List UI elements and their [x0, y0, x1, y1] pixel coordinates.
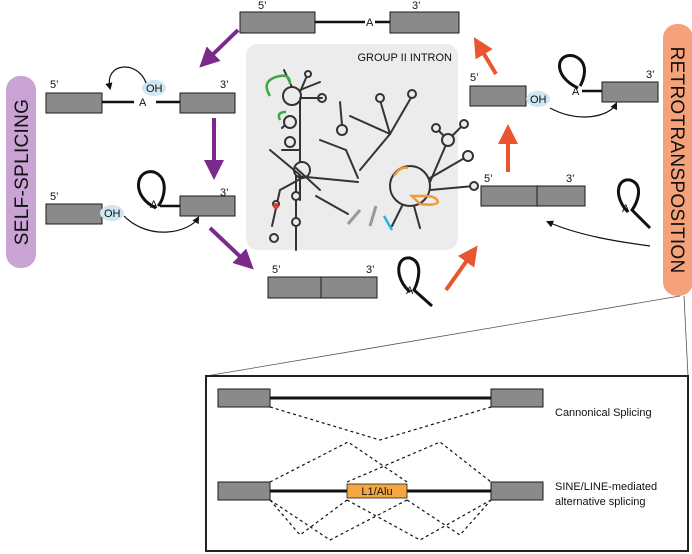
self-splicing-step-2: 5’ 3’ OH A: [45, 170, 236, 233]
orange-loop-1: [392, 166, 409, 177]
five-prime-label: 5’: [50, 79, 59, 91]
three-prime-label: 3’: [220, 187, 229, 199]
reinsertion-arrow: [546, 220, 651, 247]
exon-5: [469, 85, 527, 107]
three-prime-label: 3’: [566, 173, 575, 185]
intron-structure-panel: GROUP II INTRON: [246, 44, 479, 251]
exon-5: [480, 185, 538, 207]
self-splicing-text: SELF-SPLICING: [12, 99, 33, 245]
oh-bubble: [100, 205, 124, 221]
red-arrow-1: [444, 245, 478, 292]
exon-5: [45, 92, 103, 114]
inset-connector-left: [205, 295, 681, 377]
five-prime-label: 5’: [484, 173, 493, 185]
exon-3: [389, 11, 460, 34]
oh-label: OH: [104, 208, 121, 220]
top-precursor: 5’ 3’ A: [239, 0, 460, 34]
three-prime-label: 3’: [220, 79, 229, 91]
green-loop-1: [265, 74, 292, 97]
alternative-junctions: [269, 441, 492, 541]
self-splicing-step-1: 5’ 3’ A OH: [45, 66, 236, 114]
l1-alu-label: L1/Alu: [361, 486, 392, 498]
retrotransposition-text: RETROTRANSPOSITION: [666, 46, 687, 273]
retrotransposition-badge: [663, 24, 692, 296]
free-lariat: [397, 256, 433, 308]
purple-arrow-1: [199, 28, 240, 68]
five-prime-label: 5’: [258, 0, 267, 12]
oh-label: OH: [530, 94, 547, 106]
inset-exon-1: [217, 388, 271, 408]
inset-connector-right: [683, 295, 689, 377]
purple-arrow-3: [208, 226, 254, 270]
five-prime-label: 5’: [272, 264, 281, 276]
retro-step-2: 5’ 3’ OH A: [469, 54, 659, 118]
inset-exon-1: [217, 481, 271, 501]
sine-line-label-1: SINE/LINE-mediated: [555, 481, 657, 493]
branch-a-label: A: [366, 17, 374, 29]
self-splicing-label: SELF-SPLICING: [6, 76, 36, 268]
self-splicing-badge: [6, 76, 36, 268]
branch-a-label: A: [572, 86, 580, 98]
intron-secondary-structure: [269, 69, 479, 251]
splicing-inset: Cannonical Splicing L1/Alu SINE/LINE-med…: [205, 375, 689, 552]
lariat-loop: [137, 170, 166, 210]
inset-exon-2: [490, 388, 544, 408]
exon-5: [267, 276, 322, 299]
exon-5: [239, 11, 316, 34]
orange-loop-2: [408, 194, 440, 206]
three-prime-label: 3’: [366, 264, 375, 276]
red-arrow-3: [473, 37, 498, 76]
group-ii-intron-title: GROUP II INTRON: [357, 52, 452, 64]
exon-3: [601, 81, 659, 103]
branch-a-label: A: [150, 199, 158, 211]
cyan-loop: [382, 215, 394, 231]
attack-arrow: [549, 102, 617, 118]
retro-step-1: 5’ 3’ A: [480, 173, 652, 247]
ligation-arrow: [123, 215, 200, 233]
attack-arrow: [105, 66, 147, 91]
five-prime-label: 5’: [470, 72, 479, 84]
grey-strand-1: [368, 205, 378, 227]
branch-a-label: A: [139, 97, 147, 109]
canonical-splicing-label: Cannonical Splicing: [555, 407, 652, 419]
grey-strand-2: [346, 209, 362, 225]
retrotransposition-label: RETROTRANSPOSITION: [663, 24, 692, 296]
branch-a-label: A: [406, 285, 414, 297]
oh-bubble: [526, 91, 550, 107]
inset-frame: [205, 375, 689, 552]
free-lariat: [617, 178, 652, 230]
three-prime-label: 3’: [646, 69, 655, 81]
inset-exon-2: [490, 481, 544, 501]
canonical-junction: [269, 406, 492, 441]
red-dot: [273, 203, 279, 209]
l1-alu-element: [346, 483, 408, 499]
exon-5: [45, 203, 103, 225]
oh-label: OH: [146, 83, 163, 95]
green-loop-2: [277, 110, 287, 121]
branch-a-label: A: [622, 203, 630, 215]
five-prime-label: 5’: [50, 191, 59, 203]
oh-bubble: [142, 80, 166, 96]
exon-3: [179, 92, 236, 114]
exon-3: [536, 185, 586, 207]
spliced-product: 5’ 3’ A: [267, 256, 433, 308]
lariat-loop: [558, 54, 586, 90]
exon-3: [320, 276, 378, 299]
sine-line-label-2: alternative splicing: [555, 496, 646, 508]
three-prime-label: 3’: [412, 0, 421, 12]
cycle-arrows: [199, 28, 518, 292]
exon-3: [179, 195, 236, 217]
